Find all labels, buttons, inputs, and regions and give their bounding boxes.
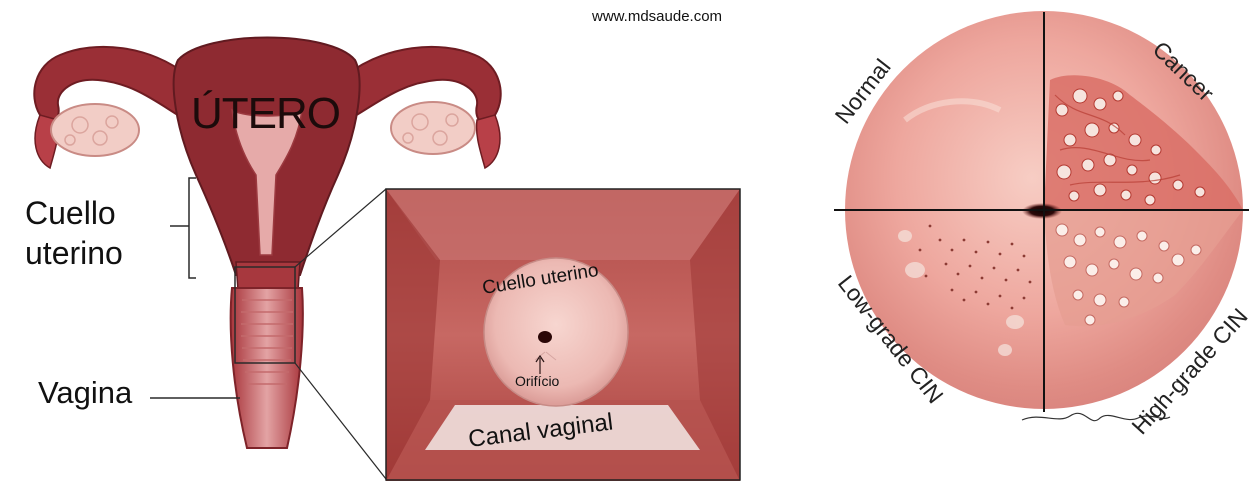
ovary-left (51, 104, 139, 156)
cervix-label: Cuello uterino (25, 193, 175, 273)
fimbriae-right (477, 115, 500, 168)
uterus-label: ÚTERO (191, 92, 340, 136)
source-url: www.mdsaude.com (592, 9, 722, 24)
inset-os-label: Orifício (515, 374, 559, 388)
ovary-right (391, 102, 475, 154)
vagina-label: Vagina (38, 377, 132, 408)
zoom-line-bottom (295, 363, 386, 479)
cervix-body (236, 262, 300, 290)
